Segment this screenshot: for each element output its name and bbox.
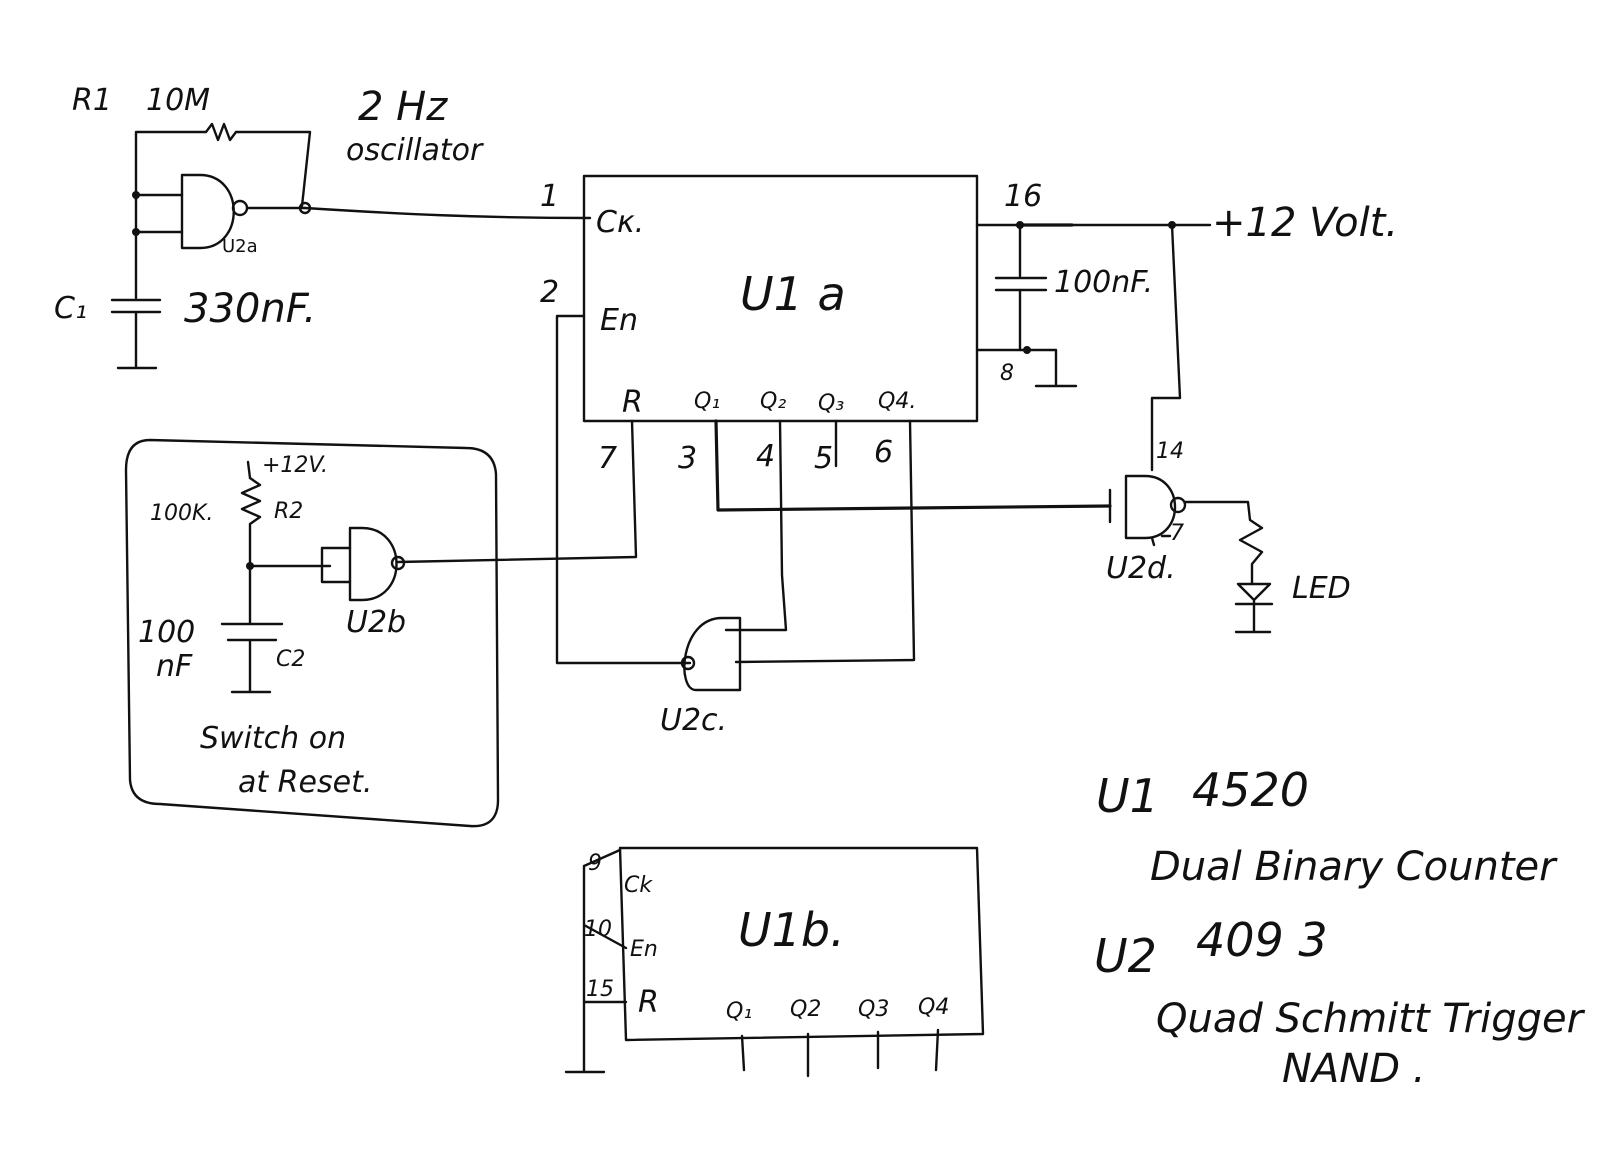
reset-note-a: Switch on <box>200 721 346 756</box>
u2d-label: U2d. <box>1106 551 1176 586</box>
u1b-q-stubs <box>740 1028 940 1078</box>
u1b-q4-label: Q4 <box>918 995 949 1020</box>
u1a-body <box>582 174 979 423</box>
reset-box-outline <box>124 438 500 828</box>
reset-circuit-box <box>124 438 500 828</box>
u1-id-label: U1 <box>1096 769 1159 823</box>
c2-label: C2 <box>276 647 305 672</box>
junction-dot <box>132 228 140 236</box>
counter-u1b <box>564 846 985 1078</box>
nand-bubble <box>231 199 249 217</box>
bypass-cap-label: 100nF. <box>1054 265 1153 300</box>
nand-bubble <box>390 555 406 571</box>
bypass-capacitor <box>994 223 1048 352</box>
pin-7b-label: 7 <box>1170 521 1184 546</box>
c2-value-b: nF <box>156 649 193 684</box>
ground-wire-pin8 <box>975 348 1078 388</box>
pin-14-label: 14 <box>1156 439 1184 464</box>
u1b-q1-label: Q₁ <box>726 999 752 1024</box>
u1b-r-label: R <box>638 985 659 1020</box>
u1-desc-label: Dual Binary Counter <box>1150 844 1558 890</box>
led-label: LED <box>1292 571 1351 606</box>
u1b-ck-label: Ck <box>624 873 653 898</box>
pin-8-label: 8 <box>1000 361 1014 386</box>
u2-desc-b-label: NAND . <box>1282 1046 1425 1092</box>
q4-wire <box>734 419 916 664</box>
led-wire <box>1183 500 1264 586</box>
counter-u1a <box>396 174 1212 665</box>
u2b-input-wire <box>248 546 352 584</box>
pin-3-label: 3 <box>678 441 697 476</box>
capacitor-c1 <box>110 298 162 370</box>
q1-wire <box>714 419 1112 512</box>
pin-9-label: 9 <box>588 851 602 876</box>
pin-15-label: 15 <box>586 977 614 1002</box>
u2a-label: U2a <box>222 236 258 257</box>
led-driver-section <box>1108 474 1274 634</box>
u1-part-label: 4520 <box>1192 763 1309 817</box>
u2c-label: U2c. <box>660 703 727 738</box>
u1a-en-label: En <box>600 303 638 338</box>
r2-value-label: 100K. <box>150 501 213 526</box>
u1b-q2-label: Q2 <box>790 997 821 1022</box>
u1b-title: U1b. <box>738 903 845 957</box>
u2-desc-a-label: Quad Schmitt Trigger <box>1156 996 1586 1042</box>
pin-7-label: 7 <box>598 441 617 476</box>
nand-bubble <box>1169 496 1187 514</box>
r2-resistor <box>240 460 262 568</box>
nand-gate-u2b <box>348 526 398 602</box>
u1b-en-label: En <box>630 937 658 962</box>
pin-2-label: 2 <box>540 275 559 310</box>
u1a-q2-label: Q₂ <box>760 389 786 414</box>
u2b-label: U2b <box>346 605 406 640</box>
junction-dot <box>1023 346 1031 354</box>
osc-freq-label: 2 Hz <box>358 84 448 130</box>
pin-10-label: 10 <box>584 917 612 942</box>
r1-label: R1 <box>72 83 112 118</box>
u1a-q3-label: Q₃ <box>818 391 844 416</box>
osc-name-label: oscillator <box>346 133 484 168</box>
c1-value: 330nF. <box>184 286 316 332</box>
pin-6-label: 6 <box>874 435 893 470</box>
nand-gate-u2d <box>1124 474 1177 540</box>
reset-note-b: at Reset. <box>238 765 372 800</box>
reset-wire <box>396 419 638 564</box>
supply-label: +12 Volt. <box>1212 200 1398 246</box>
oscillator-section <box>110 122 592 370</box>
c2-value-a: 100 <box>138 615 195 650</box>
u1a-q4-label: Q4. <box>878 389 916 414</box>
junction-dot <box>132 191 140 199</box>
r1-feedback-wire <box>134 122 312 208</box>
u1b-q3-label: Q3 <box>858 997 889 1022</box>
clock-wire <box>303 206 592 220</box>
r1-value: 10M <box>146 83 210 118</box>
pin-1-label: 1 <box>540 179 559 214</box>
pin-4-label: 4 <box>756 439 775 474</box>
u2-id-label: U2 <box>1094 929 1157 983</box>
nand-gate-u2c <box>683 616 742 692</box>
pin-5-label: 5 <box>814 441 833 476</box>
u1a-title: U1 a <box>740 267 846 321</box>
c1-label: C₁ <box>54 291 87 326</box>
pin-16-label: 16 <box>1004 179 1042 214</box>
q2-wire <box>724 419 788 632</box>
nand-gate-u2a <box>180 173 235 250</box>
r2-label: R2 <box>274 499 303 524</box>
reset-supply-label: +12V. <box>262 453 328 478</box>
capacitor-c2 <box>220 564 284 694</box>
u2d-supply-wire <box>1150 223 1182 472</box>
u1a-r-label: R <box>622 385 643 420</box>
led-diode <box>1234 582 1274 634</box>
u1a-ck-label: Cκ. <box>596 205 644 240</box>
enable-wire <box>555 314 692 665</box>
nand-bubble <box>680 655 696 671</box>
u2d-ground-stub <box>1150 534 1172 547</box>
u1b-tie-wire <box>564 848 628 1074</box>
u2-part-label: 409 3 <box>1196 913 1328 967</box>
u1a-q1-label: Q₁ <box>694 389 720 414</box>
u1b-body <box>618 846 985 1042</box>
